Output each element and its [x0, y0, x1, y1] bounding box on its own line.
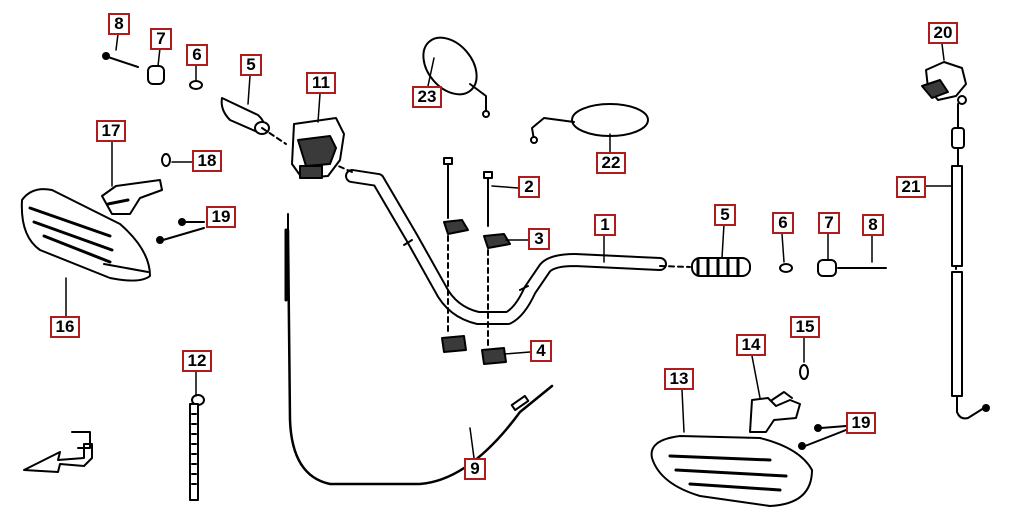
bar-end-weight-part [147, 65, 165, 85]
callout-18: 18 [192, 150, 222, 172]
callout-5-right: 5 [714, 204, 736, 226]
dashed-alignment-line [659, 265, 691, 268]
leader-lines [65, 33, 953, 459]
lower-clamp-part [441, 335, 467, 353]
callout-14: 14 [736, 334, 766, 356]
brake-lever-part [921, 61, 967, 105]
callout-21: 21 [896, 176, 926, 198]
collar-ring-part [189, 80, 203, 90]
switch-housing-part [291, 117, 345, 179]
guard-bracket-part [749, 391, 801, 433]
callout-22: 22 [596, 152, 626, 174]
front-direction-arrow [23, 431, 93, 473]
mirror-right-part [530, 103, 649, 144]
callout-7-right: 7 [818, 212, 840, 234]
throttle-cable-part [284, 213, 554, 486]
callout-20: 20 [928, 22, 958, 44]
callout-8-left: 8 [108, 13, 130, 35]
callout-13: 13 [664, 368, 694, 390]
rubber-bushing-part [161, 153, 171, 167]
lower-clamp-part [481, 347, 507, 365]
callout-19-right: 19 [846, 412, 876, 434]
callout-2: 2 [518, 176, 540, 198]
callout-6-right: 6 [772, 212, 794, 234]
callout-6-left: 6 [186, 44, 208, 66]
guard-bracket-part [101, 179, 163, 215]
hand-guard-right-part [650, 435, 813, 507]
callout-12: 12 [182, 350, 212, 372]
rubber-bushing-part [799, 364, 809, 380]
brake-cable-part [951, 103, 990, 420]
callout-1: 1 [594, 214, 616, 236]
callout-8-right: 8 [862, 214, 884, 236]
callout-19-left: 19 [206, 206, 236, 228]
hand-guard-left-part [20, 188, 151, 282]
screw-part [156, 218, 205, 244]
cable-tie-part [189, 394, 205, 501]
collar-ring-part [779, 263, 793, 273]
callout-23: 23 [412, 86, 442, 108]
callout-5-left: 5 [240, 54, 262, 76]
screw-part [798, 424, 847, 450]
callout-15: 15 [790, 316, 820, 338]
throttle-grip-part [691, 257, 751, 277]
callout-11: 11 [306, 72, 336, 94]
callout-7-left: 7 [150, 28, 172, 50]
mirror-left-part [422, 36, 490, 118]
bolt-head [102, 52, 110, 60]
bar-end-weight-part [817, 259, 837, 277]
bolt-part [104, 55, 139, 68]
upper-clamp-part [443, 219, 469, 235]
callout-16: 16 [50, 316, 80, 338]
callout-17: 17 [96, 120, 126, 142]
callout-9: 9 [464, 458, 486, 480]
callout-3: 3 [528, 228, 550, 250]
handlebar-part [345, 169, 667, 325]
upper-clamp-part [483, 233, 511, 249]
callout-4: 4 [530, 340, 552, 362]
